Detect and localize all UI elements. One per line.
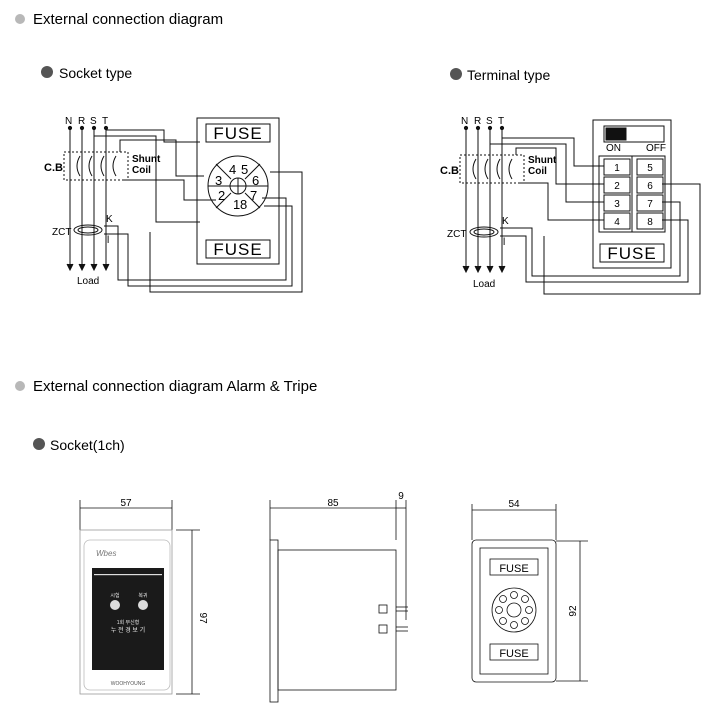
shunt-label: Shunt: [132, 154, 161, 165]
subtitle-bullet: [450, 68, 462, 80]
terminal-number: 7: [647, 199, 653, 210]
socket-type-labels: N R S T C.B Shunt Coil ZCT K l Load FUSE…: [44, 116, 262, 287]
subtitle-terminal-type: Terminal type: [467, 67, 550, 83]
test-button: [110, 600, 120, 610]
subtitle-socket-type: Socket type: [59, 65, 132, 81]
shunt-label: Shunt: [528, 155, 557, 166]
l-label: l: [503, 237, 505, 248]
breaker-label: C.B: [440, 165, 459, 177]
front-panel: [92, 568, 164, 670]
zct-label: ZCT: [447, 229, 466, 240]
terminal-number: 5: [647, 163, 653, 174]
product-line2: 누 전 경 보 기: [111, 626, 145, 634]
subtitle-bullet: [41, 66, 53, 78]
phase-label: S: [486, 116, 493, 127]
k-label: K: [502, 216, 509, 227]
phase-label: T: [498, 116, 504, 127]
socket-pin: 4: [229, 162, 236, 177]
terminal-number: 1: [614, 163, 620, 174]
front-height-dim: 97: [197, 612, 208, 624]
section-bullet: [15, 14, 25, 24]
reset-button: [138, 600, 148, 610]
socket-pin: 1: [233, 197, 240, 212]
terminal-type-diagram: [459, 119, 701, 295]
terminal-number: 8: [647, 217, 653, 228]
phase-label: N: [461, 116, 468, 127]
terminal-number: 4: [614, 217, 620, 228]
rear-view: [471, 504, 588, 683]
section-bullet: [15, 381, 25, 391]
l-label: l: [107, 235, 109, 246]
product-line1: 1회 부신형: [117, 619, 140, 626]
fuse-label: FUSE: [607, 244, 656, 263]
coil-label: Coil: [528, 166, 547, 177]
phase-label: N: [65, 116, 72, 127]
terminal-type-labels: N R S T C.B Shunt Coil ZCT K l Load ON O…: [440, 116, 666, 290]
side-depth-dim: 85: [327, 498, 339, 509]
terminal-number: 3: [614, 199, 620, 210]
front-width-dim: 57: [120, 498, 132, 509]
switch-on-label: ON: [606, 143, 621, 154]
k-label: K: [106, 214, 113, 225]
breaker-label: C.B: [44, 162, 63, 174]
load-label: Load: [473, 279, 495, 290]
socket-type-diagram: [63, 117, 303, 293]
phase-label: R: [78, 116, 85, 127]
socket-pin: 7: [250, 188, 257, 203]
phase-label: T: [102, 116, 108, 127]
socket-pin: 6: [252, 173, 259, 188]
fuse-label-top: FUSE: [213, 124, 262, 143]
subtitle-bullet: [33, 438, 45, 450]
terminal-number: 2: [614, 181, 620, 192]
section-title-external: External connection diagram: [33, 11, 223, 28]
rear-fuse-top: FUSE: [499, 563, 528, 575]
rear-width-dim: 54: [508, 499, 520, 510]
load-label: Load: [77, 276, 99, 287]
zct-label: ZCT: [52, 227, 71, 238]
section-title-alarm: External connection diagram Alarm & Trip…: [33, 378, 317, 395]
side-pin-dim: 9: [398, 491, 404, 502]
phase-label: S: [90, 116, 97, 127]
terminal-number: 6: [647, 181, 653, 192]
socket-pin: 5: [241, 162, 248, 177]
socket-pin: 3: [215, 173, 222, 188]
rear-fuse-bottom: FUSE: [499, 648, 528, 660]
brand-logo: Wbes: [96, 549, 116, 558]
subtitle-socket-1ch: Socket(1ch): [50, 437, 125, 453]
test-button-label: 시험: [110, 593, 119, 599]
maker-label: WOOHYOUNG: [111, 681, 146, 687]
fuse-label-bottom: FUSE: [213, 240, 262, 259]
front-view: 시험 복귀 1회 부신형 누 전 경 보 기 Wbes WOOHYOUNG 57…: [79, 498, 208, 695]
switch-off-label: OFF: [646, 143, 666, 154]
side-view: [269, 500, 408, 703]
phase-label: R: [474, 116, 481, 127]
reset-button-label: 복귀: [138, 592, 147, 599]
rear-height-dim: 92: [568, 605, 579, 617]
coil-label: Coil: [132, 165, 151, 176]
socket-pin: 2: [218, 188, 225, 203]
socket-pin: 8: [240, 197, 247, 212]
